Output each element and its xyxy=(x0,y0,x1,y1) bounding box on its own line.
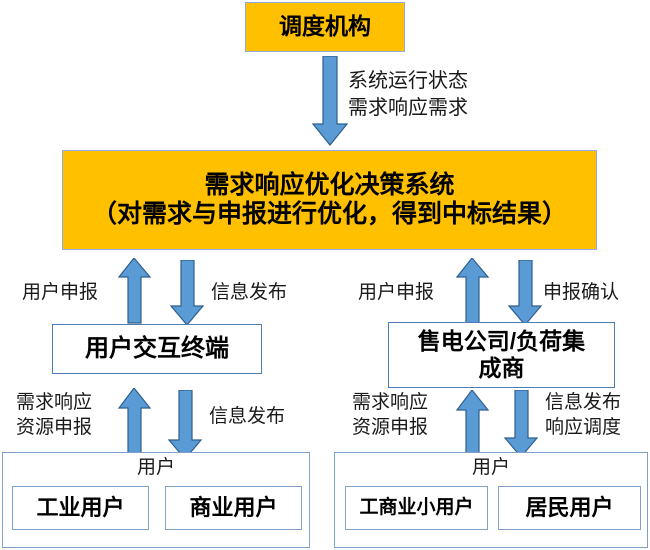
industrial-user-box: 工业用户 xyxy=(12,486,149,530)
right-user-group-title: 用户 xyxy=(471,457,510,478)
small-commercial-industrial-user-box: 工商业小用户 xyxy=(345,486,488,530)
dispatch-organization-label: 调度机构 xyxy=(279,13,371,40)
commercial-user-label: 商业用户 xyxy=(189,495,278,521)
right-lower-down-label-information-dispatch: 信息发布 响应调度 xyxy=(545,392,622,438)
decision-system-line1: 需求响应优化决策系统 xyxy=(204,170,455,199)
small-commercial-industrial-user-label: 工商业小用户 xyxy=(359,496,474,518)
left-down-label-information-release: 信息发布 xyxy=(211,282,288,303)
arrow-down-dispatch-to-system xyxy=(312,56,348,146)
right-lower-up-label-resource-declaration: 需求响应 资源申报 xyxy=(352,392,429,438)
right-up-label-user-declaration: 用户申报 xyxy=(358,282,435,303)
arrow-down-left-information-release xyxy=(170,260,204,326)
retailer-load-aggregator-box: 售电公司/负荷集 成商 xyxy=(388,322,615,388)
left-lower-down-label-information-release: 信息发布 xyxy=(209,406,286,427)
residential-user-box: 居民用户 xyxy=(498,486,641,530)
dispatch-organization-box: 调度机构 xyxy=(245,2,405,52)
arrow-up-left-resource-declaration xyxy=(118,388,152,458)
arrow-up-left-user-declaration xyxy=(118,258,152,324)
arrow-down-right-declaration-confirm xyxy=(508,260,542,326)
left-lower-up-label-resource-declaration: 需求响应 资源申报 xyxy=(16,392,93,438)
left-up-label-user-declaration: 用户申报 xyxy=(22,282,99,303)
left-user-group-title: 用户 xyxy=(136,457,175,478)
user-interaction-terminal-label: 用户交互终端 xyxy=(85,334,229,362)
residential-user-label: 居民用户 xyxy=(525,495,614,521)
arrow-down-left-information-release-2 xyxy=(168,390,202,460)
commercial-user-box: 商业用户 xyxy=(165,486,302,530)
retailer-line1: 售电公司/负荷集 xyxy=(417,327,586,354)
retailer-line2: 成商 xyxy=(478,355,525,381)
demand-response-decision-system-box: 需求响应优化决策系统 （对需求与申报进行优化，得到中标结果） xyxy=(62,150,597,250)
decision-system-line2: （对需求与申报进行优化，得到中标结果） xyxy=(91,200,567,228)
flow-label-system-status: 系统运行状态 需求响应需求 xyxy=(348,70,468,119)
industrial-user-label: 工业用户 xyxy=(36,495,125,521)
arrow-down-right-information-dispatch xyxy=(504,390,538,458)
user-interaction-terminal-box: 用户交互终端 xyxy=(52,324,262,374)
arrow-up-right-resource-declaration xyxy=(456,390,490,458)
right-down-label-declaration-confirm: 申报确认 xyxy=(543,282,620,303)
